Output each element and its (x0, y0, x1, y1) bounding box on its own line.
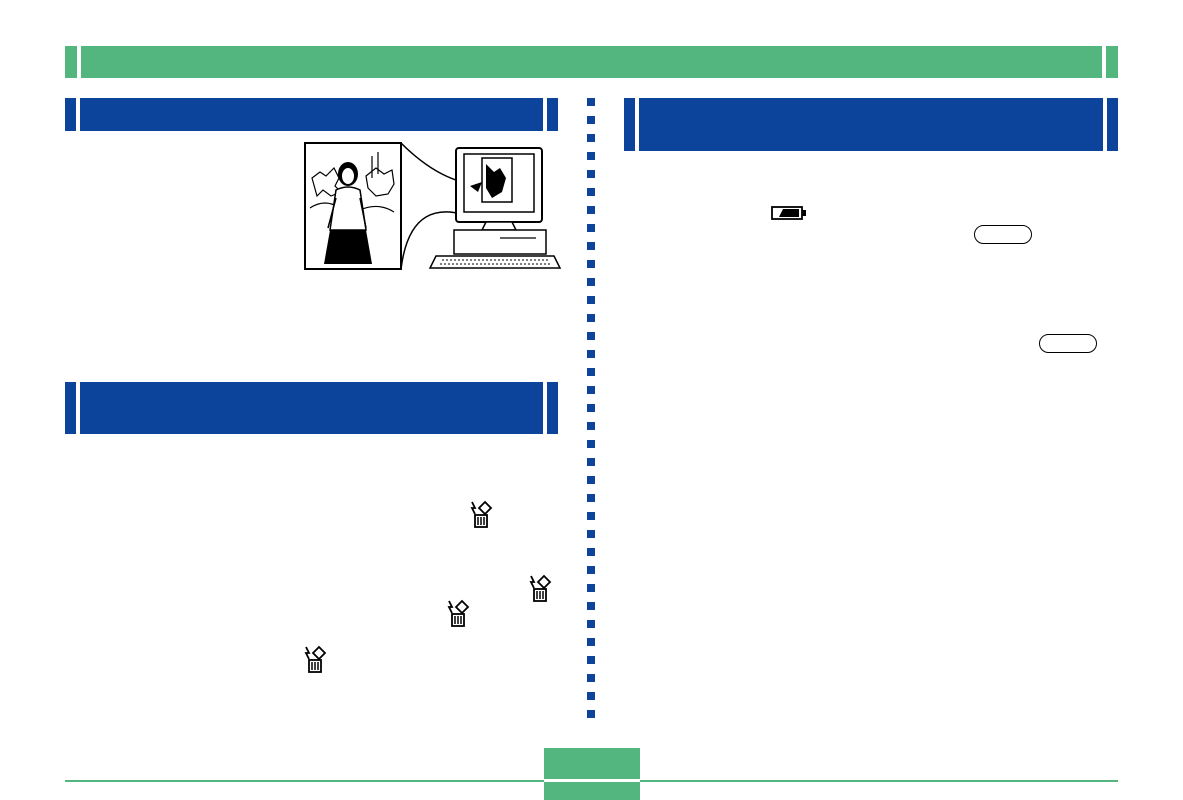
page-number-box (544, 748, 640, 800)
key-button-icon (1039, 334, 1097, 353)
header-bar-right-cap (1102, 46, 1106, 78)
delete-trash-icon (470, 500, 493, 528)
header-bar-left-cap (77, 46, 81, 78)
key-button-icon (974, 225, 1032, 244)
delete-trash-icon (447, 599, 470, 627)
header-bar (65, 46, 1118, 78)
delete-trash-icon (304, 645, 327, 673)
photo-transfer-illustration (304, 142, 562, 270)
left-section-1-heading-bar (65, 98, 558, 131)
delete-trash-icon (529, 574, 552, 602)
right-section-heading-bar (624, 98, 1118, 151)
battery-icon (771, 206, 806, 220)
left-section-2-heading-bar (65, 382, 558, 434)
